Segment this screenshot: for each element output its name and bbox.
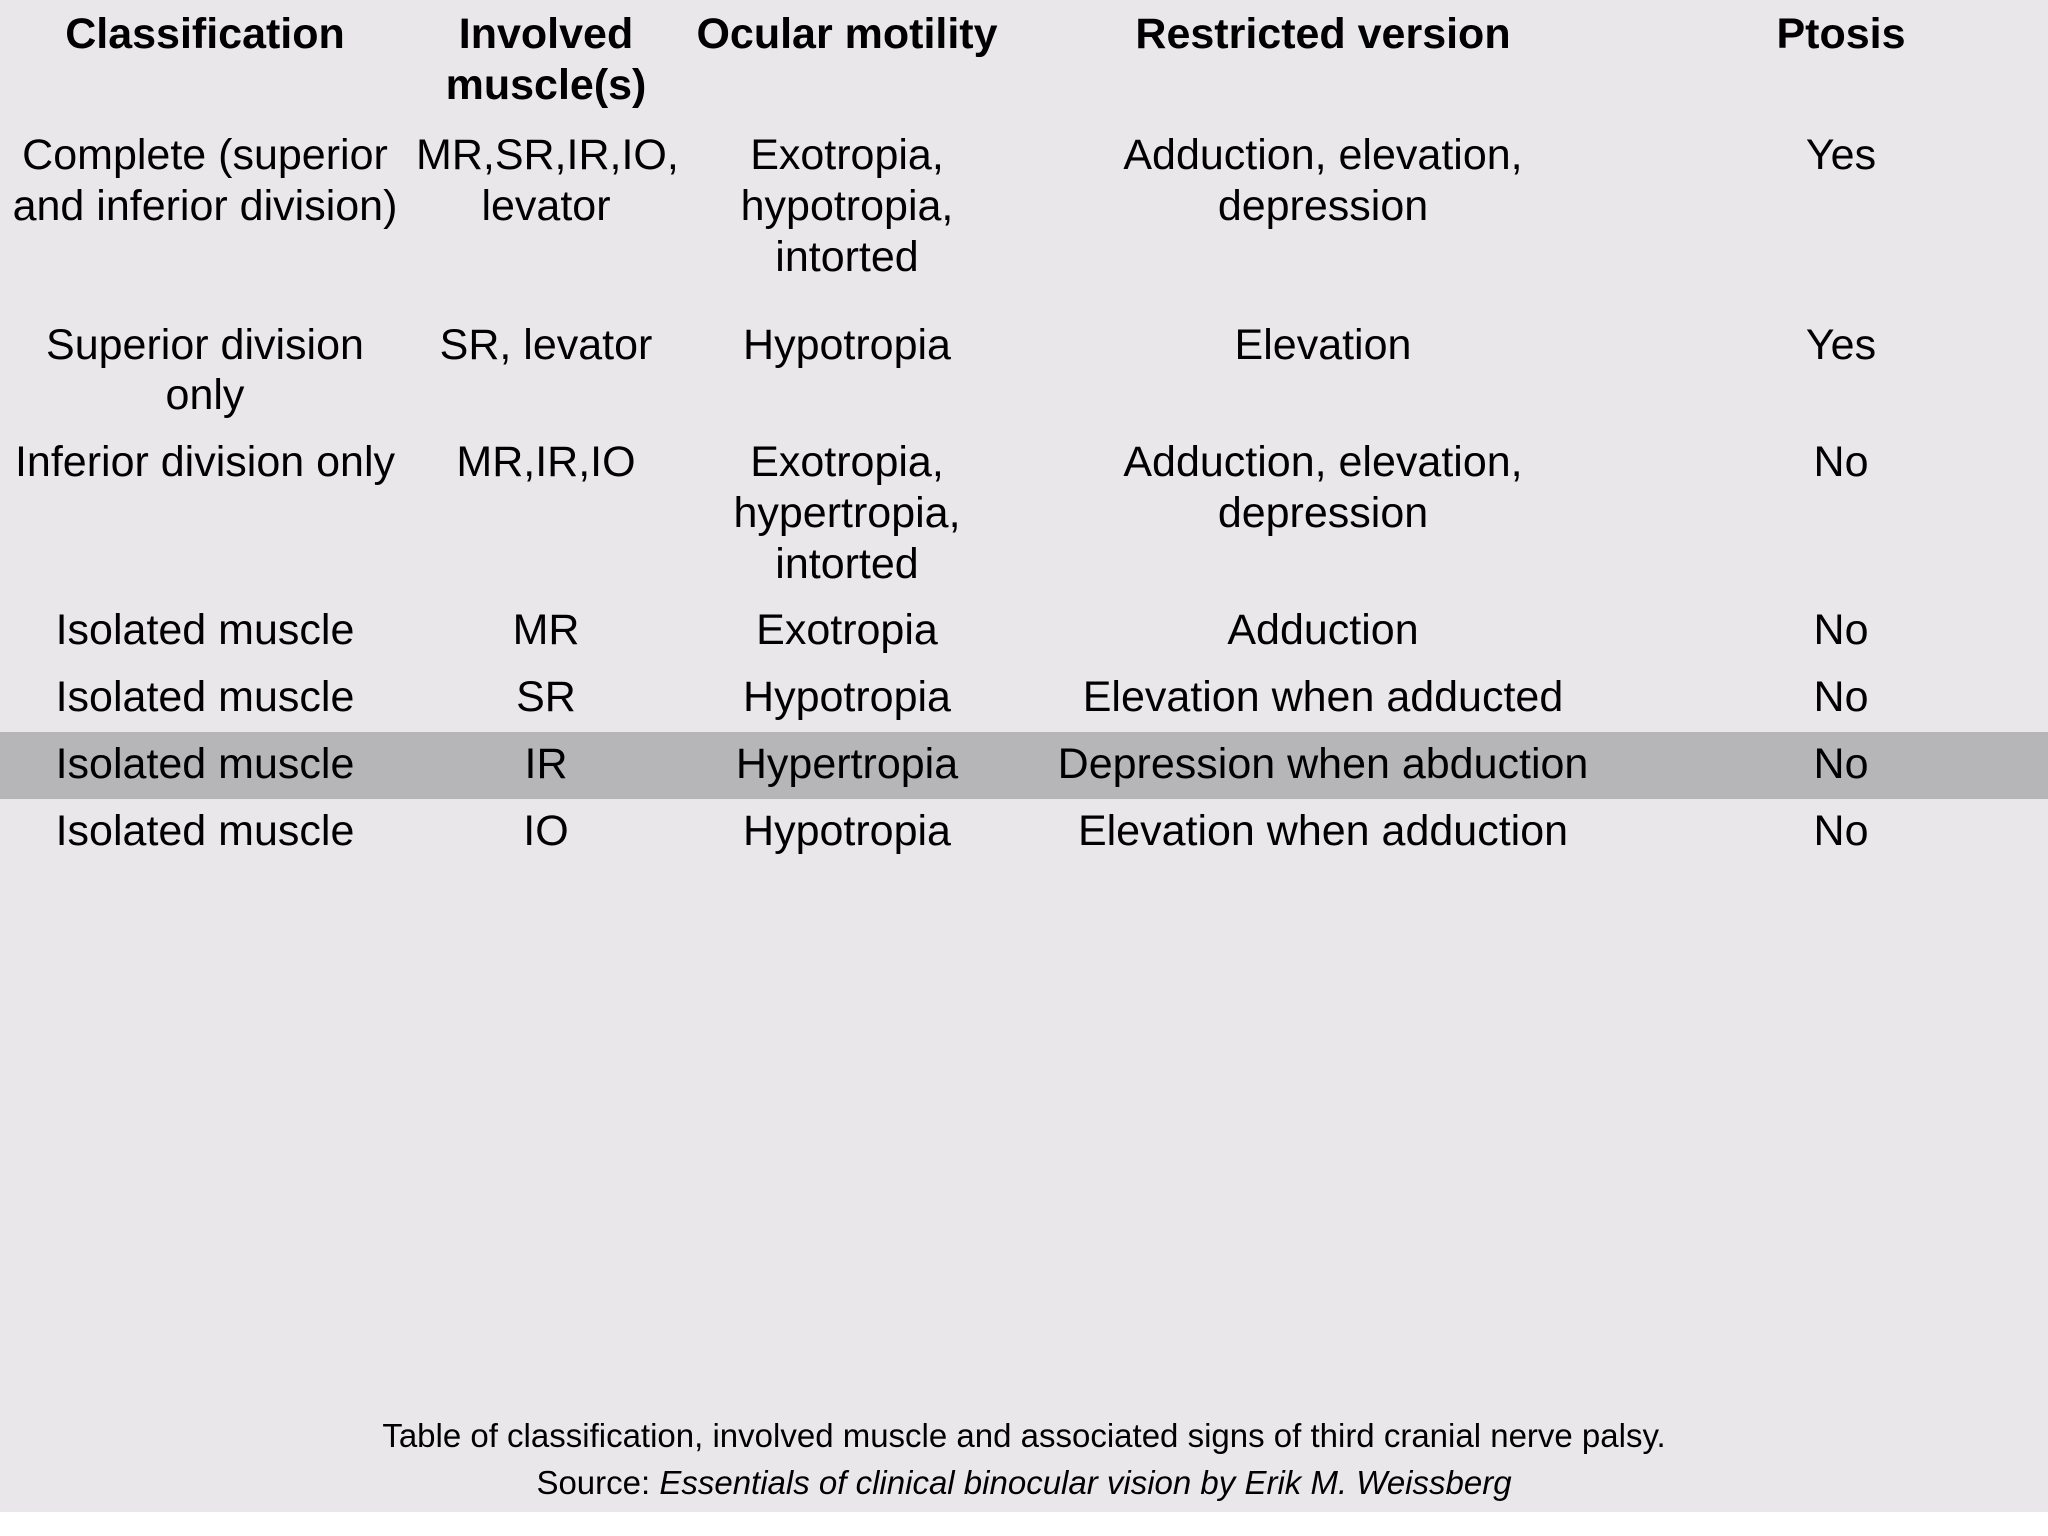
cell-motility-text: Hypotropia [743,806,951,855]
table-row-highlighted: Isolated muscle IR Hypertropia Depressio… [0,731,2048,799]
caption-line-2: Source: Essentials of clinical binocular… [0,1461,2048,1506]
cell-muscles: SR, levator [410,313,682,430]
column-header-ocular-motility-label: Ocular motility [696,10,998,58]
cell-ptosis: Yes [1634,313,2048,430]
column-header-classification-label: Classification [65,10,345,58]
cell-restricted-text: Adduction [1227,606,1419,655]
table-body: Complete (superior and inferior division… [0,123,2048,865]
cell-ptosis: No [1634,731,2048,799]
cell-classification-text: Inferior division only [14,438,395,487]
cell-classification-text: Isolated muscle [55,806,355,855]
table-row: Inferior division only MR,IR,IO Exotropi… [0,430,2048,598]
column-header-involved-muscles: Involved muscle(s) [410,0,682,123]
column-header-ocular-motility: Ocular motility [682,0,1012,123]
cell-ptosis-text: No [1813,806,1869,855]
table-row: Superior division only SR, levator Hypot… [0,313,2048,430]
cell-classification: Inferior division only [0,430,410,598]
cell-motility-text: Exotropia, hypotropia, intorted [740,131,954,281]
cell-restricted: Elevation when adduction [1012,799,1634,866]
caption-source-title: Essentials of clinical binocular vision … [659,1463,1512,1501]
table-row: Isolated muscle IO Hypotropia Elevation … [0,799,2048,866]
table-header: Classification Involved muscle(s) Ocular… [0,0,2048,123]
cell-classification-text: Isolated muscle [55,739,355,788]
column-header-classification: Classification [0,0,410,123]
caption-source-label: Source: [536,1463,660,1501]
table-header-row: Classification Involved muscle(s) Ocular… [0,0,2048,123]
cell-motility: Hypotropia [682,665,1012,732]
cell-classification-text: Isolated muscle [55,673,355,722]
cell-muscles: SR [410,665,682,732]
cell-motility: Exotropia [682,598,1012,665]
cell-restricted: Elevation [1012,313,1634,430]
cell-motility: Exotropia, hypotropia, intorted [682,123,1012,312]
cell-ptosis-text: Yes [1805,131,1877,180]
cell-ptosis-text: Yes [1805,320,1877,369]
cell-motility: Exotropia, hypertropia, intorted [682,430,1012,598]
cell-motility-text: Exotropia [756,606,938,655]
cell-restricted-text: Adduction, elevation, depression [1123,131,1523,231]
cell-ptosis: No [1634,598,2048,665]
cell-motility-text: Hypertropia [735,739,959,788]
cell-ptosis: No [1634,430,2048,598]
cell-motility-text: Exotropia, hypertropia, intorted [733,438,961,588]
cell-muscles-text: SR, levator [439,320,653,369]
cell-motility-text: Hypotropia [743,673,951,722]
cell-restricted-text: Elevation when adduction [1077,806,1569,855]
cell-ptosis-text: No [1813,438,1869,487]
cell-ptosis-text: No [1813,739,1869,788]
table-caption: Table of classification, involved muscle… [0,1414,2048,1506]
cell-classification-text: Complete (superior and inferior division… [12,131,398,231]
classification-table: Classification Involved muscle(s) Ocular… [0,0,2048,865]
column-header-involved-muscles-label: Involved muscle(s) [445,10,647,109]
cell-classification-text: Superior division only [46,320,364,420]
cell-muscles: MR [410,598,682,665]
cell-muscles-text: IR [524,739,568,788]
cell-classification: Isolated muscle [0,731,410,799]
cell-motility: Hypertropia [682,731,1012,799]
cell-classification: Superior division only [0,313,410,430]
cell-muscles: IR [410,731,682,799]
table-row: Complete (superior and inferior division… [0,123,2048,312]
cell-restricted-text: Elevation when adducted [1082,673,1564,722]
cell-restricted: Elevation when adducted [1012,665,1634,732]
cell-restricted-text: Elevation [1234,320,1412,369]
cell-muscles-text: MR [512,606,580,655]
cell-restricted: Adduction, elevation, depression [1012,123,1634,312]
column-header-ptosis: Ptosis [1634,0,2048,123]
cell-restricted-text: Depression when abduction [1057,739,1589,788]
cell-classification: Isolated muscle [0,665,410,732]
table-row: Isolated muscle SR Hypotropia Elevation … [0,665,2048,732]
cell-restricted: Adduction, elevation, depression [1012,430,1634,598]
cell-ptosis: Yes [1634,123,2048,312]
cell-motility: Hypotropia [682,799,1012,866]
cell-ptosis: No [1634,665,2048,732]
cell-ptosis-text: No [1813,606,1869,655]
cell-muscles: IO [410,799,682,866]
cell-classification: Complete (superior and inferior division… [0,123,410,312]
cell-restricted: Adduction [1012,598,1634,665]
cell-muscles-text: MR,IR,IO [456,438,636,487]
cell-restricted: Depression when abduction [1012,731,1634,799]
cell-motility-text: Hypotropia [743,320,951,369]
cell-muscles: MR,IR,IO [410,430,682,598]
column-header-restricted-version: Restricted version [1012,0,1634,123]
caption-line-1: Table of classification, involved muscle… [382,1417,1666,1454]
cell-muscles-text: SR [516,673,576,722]
column-header-restricted-version-label: Restricted version [1135,10,1511,58]
cell-classification: Isolated muscle [0,598,410,665]
cell-motility: Hypotropia [682,313,1012,430]
column-header-ptosis-label: Ptosis [1776,10,1906,58]
cell-ptosis-text: No [1813,673,1869,722]
cell-ptosis: No [1634,799,2048,866]
cell-muscles-text: MR,SR,IR,IO, levator [416,131,679,231]
table-row: Isolated muscle MR Exotropia Adduction N… [0,598,2048,665]
cell-muscles: MR,SR,IR,IO, levator [410,123,682,312]
cell-classification: Isolated muscle [0,799,410,866]
cell-restricted-text: Adduction, elevation, depression [1123,438,1523,537]
cell-muscles-text: IO [523,806,569,855]
cell-classification-text: Isolated muscle [55,606,355,655]
